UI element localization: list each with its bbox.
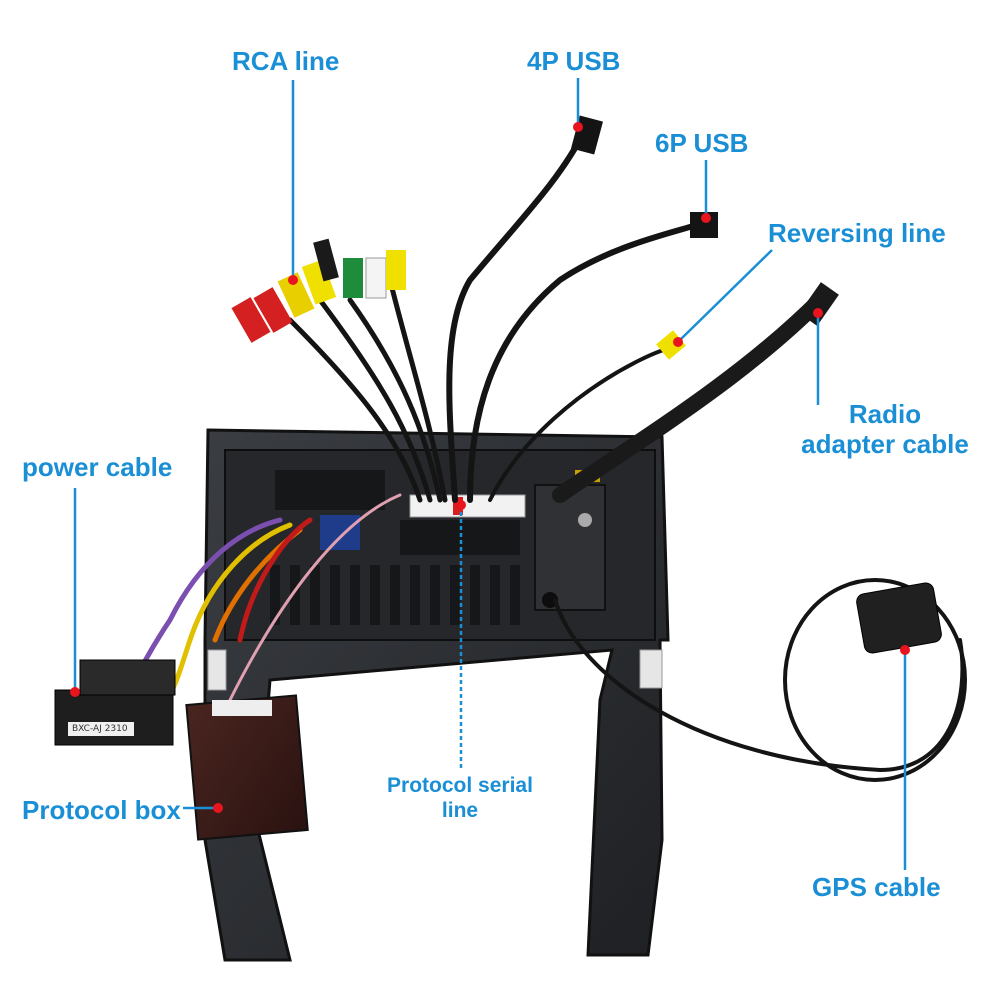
head-unit-frame <box>203 428 670 962</box>
gps-cable-label: GPS cable <box>812 872 941 902</box>
protocol-serial-label-line1: Protocol serial <box>387 774 533 797</box>
usb-4p-label: 4P USB <box>527 46 621 76</box>
radio-adapter-label: Radio adapter cable <box>790 399 980 459</box>
protocol-box <box>185 694 309 841</box>
marker-dots <box>70 122 910 813</box>
reversing-line-label: Reversing line <box>768 218 946 248</box>
power-cable-label: power cable <box>22 452 173 482</box>
box-sticker-text: BXC-AJ 2310 <box>72 724 128 734</box>
gps-antenna <box>783 578 967 782</box>
protocol-serial-label-line2: line <box>441 799 479 822</box>
radio-adapter-plug <box>799 282 839 326</box>
protocol-serial-label: Protocol serial line <box>360 773 560 823</box>
radio-adapter-label-line1: Radio <box>848 399 922 429</box>
radio-adapter-label-line2: adapter cable <box>801 429 969 459</box>
callout-lines <box>73 78 907 870</box>
usb-6p-label: 6P USB <box>655 128 749 158</box>
rca-line-label: RCA line <box>232 46 340 76</box>
rca-plugs <box>231 238 406 343</box>
power-harness-plug <box>54 659 176 746</box>
protocol-box-label: Protocol box <box>22 795 181 825</box>
